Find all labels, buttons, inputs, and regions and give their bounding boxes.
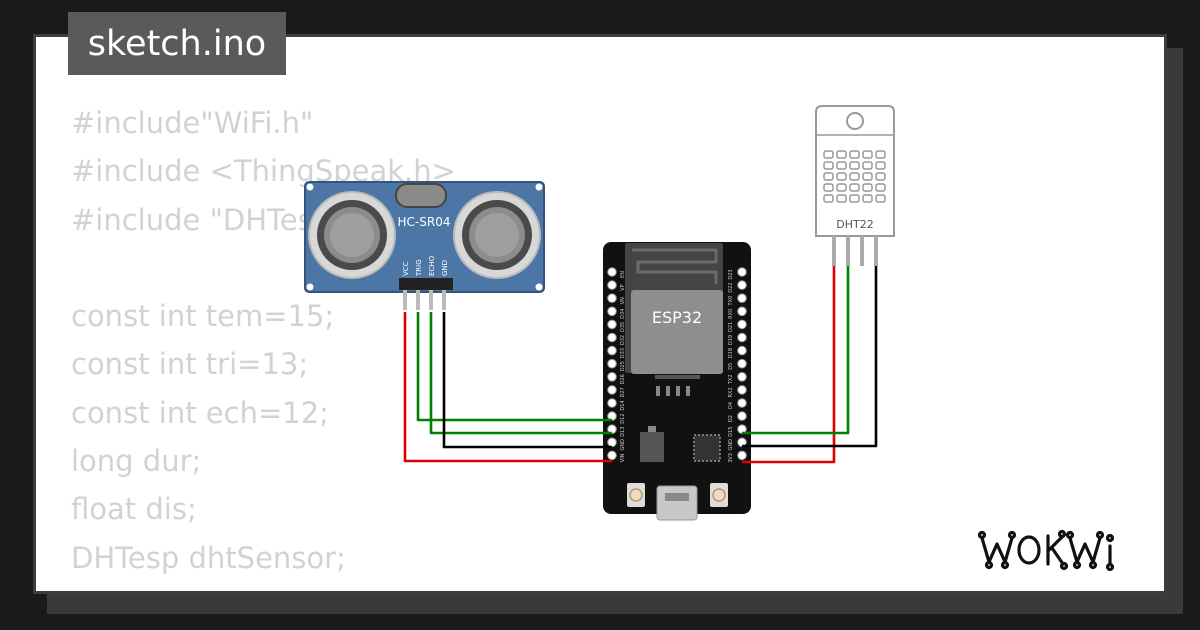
esp32-board[interactable]: ESP32 ENVPVND34D35D32D33D25D26D27D14D12D… (603, 242, 751, 521)
dht22-sensor[interactable]: DHT22 (815, 105, 895, 266)
pin-d33[interactable] (607, 345, 617, 356)
wire-dht-gnd-gnd (742, 266, 878, 448)
code-line: long dur; (71, 444, 202, 479)
pin-vin[interactable] (607, 450, 617, 461)
pin-d18[interactable] (737, 345, 747, 356)
esp32-label: ESP32 (652, 308, 702, 327)
pin-d5[interactable] (737, 358, 747, 369)
pin-d32[interactable] (607, 332, 617, 343)
code-line: const int ech=12; (71, 395, 329, 430)
pin-label-trig: TRIG (415, 259, 423, 277)
pin-label: TX2 (728, 374, 734, 385)
pin-label: D2 (728, 415, 734, 422)
preview-card: #include"WiFi.h" #include <ThingSpeak.h>… (33, 34, 1167, 594)
pin-label-gnd: GND (441, 260, 449, 276)
reset-button[interactable] (710, 483, 728, 507)
pin-label: D33 (620, 348, 626, 358)
pin-label: D15 (728, 427, 734, 437)
wires (403, 266, 878, 464)
pin-label: D23 (728, 269, 734, 279)
pin-label: D5 (728, 363, 734, 370)
pin-3v3[interactable] (737, 450, 747, 461)
pin-label: EN (620, 271, 626, 278)
pin-label: VIN (620, 453, 626, 462)
pin-label: D32 (620, 335, 626, 345)
pin-d2[interactable] (737, 411, 747, 421)
transducer-right (453, 191, 541, 279)
pin-label-vcc: VCC (402, 261, 410, 276)
pin-rx2[interactable] (737, 385, 747, 395)
ultrasonic-label: HC-SR04 (398, 215, 451, 229)
code-line: #include"WiFi.h" (71, 106, 314, 140)
pin-d21[interactable] (737, 319, 747, 330)
pin-rx0[interactable] (737, 306, 747, 317)
code-line: const int tri=13; (71, 347, 309, 382)
code-line: DHTesp dhtSensor; (71, 540, 346, 575)
pin-tx2[interactable] (737, 372, 747, 382)
file-tab[interactable]: sketch.ino (68, 12, 286, 75)
pin-label: D18 (728, 348, 734, 358)
pin-gnd[interactable] (607, 437, 617, 448)
wire-dht-data-d15 (742, 266, 850, 435)
pin-label: VP (620, 284, 626, 290)
transducer-left (308, 191, 396, 279)
boot-button[interactable] (627, 483, 645, 507)
pin-label: D26 (620, 374, 626, 384)
pin-label: D27 (620, 387, 626, 397)
pin-label: D21 (728, 322, 734, 332)
wire-vcc-vin (403, 312, 612, 463)
code-preview: #include"WiFi.h" #include <ThingSpeak.h>… (71, 99, 456, 591)
pin-d23[interactable] (737, 267, 747, 277)
pin-label: D4 (728, 402, 734, 409)
pin-d35[interactable] (607, 319, 617, 330)
pin-d14[interactable] (607, 398, 617, 408)
pin-d22[interactable] (737, 280, 747, 290)
dht-label: DHT22 (836, 218, 873, 231)
pin-d25[interactable] (607, 358, 617, 369)
code-line: const int tem=15; (71, 299, 335, 334)
pin-d4[interactable] (737, 398, 747, 408)
pin-label: GND (620, 439, 626, 451)
wire-echo-d13 (429, 312, 612, 435)
pin-label: RX0 (728, 309, 734, 319)
wire-trig-d12 (416, 312, 612, 422)
pin-d34[interactable] (607, 306, 617, 317)
pin-label: D14 (620, 400, 626, 410)
pin-tx0[interactable] (737, 293, 747, 304)
ultrasonic-sensor[interactable]: HC-SR04 VCC TRIG ECHO GND (304, 181, 545, 310)
pin-label: VN (620, 297, 626, 304)
wokwi-logo (978, 529, 1115, 572)
code-line: float dis; (71, 492, 197, 527)
pin-d27[interactable] (607, 385, 617, 395)
pin-label: D19 (728, 335, 734, 345)
pin-label: 3V3 (728, 453, 734, 463)
pin-label: D34 (620, 309, 626, 319)
pin-label: GND (728, 439, 734, 451)
usb-port (656, 485, 698, 521)
code-line: ThingSpeak Wifi client; (71, 589, 403, 591)
pin-vp[interactable] (607, 280, 617, 290)
pin-en[interactable] (607, 267, 617, 277)
pin-label: D35 (620, 322, 626, 332)
pin-label: D22 (728, 282, 734, 292)
pin-d19[interactable] (737, 332, 747, 343)
pin-label: RX2 (728, 387, 734, 397)
wire-gnd-gnd (442, 312, 612, 449)
wire-dht-vcc-3v3 (742, 266, 836, 464)
pin-label-echo: ECHO (428, 255, 436, 276)
pin-d26[interactable] (607, 372, 617, 382)
pin-label: TX0 (728, 296, 734, 307)
pin-label: D12 (620, 413, 626, 423)
pin-vn[interactable] (607, 293, 617, 304)
pin-label: D25 (620, 361, 626, 371)
pin-label: D13 (620, 427, 626, 437)
